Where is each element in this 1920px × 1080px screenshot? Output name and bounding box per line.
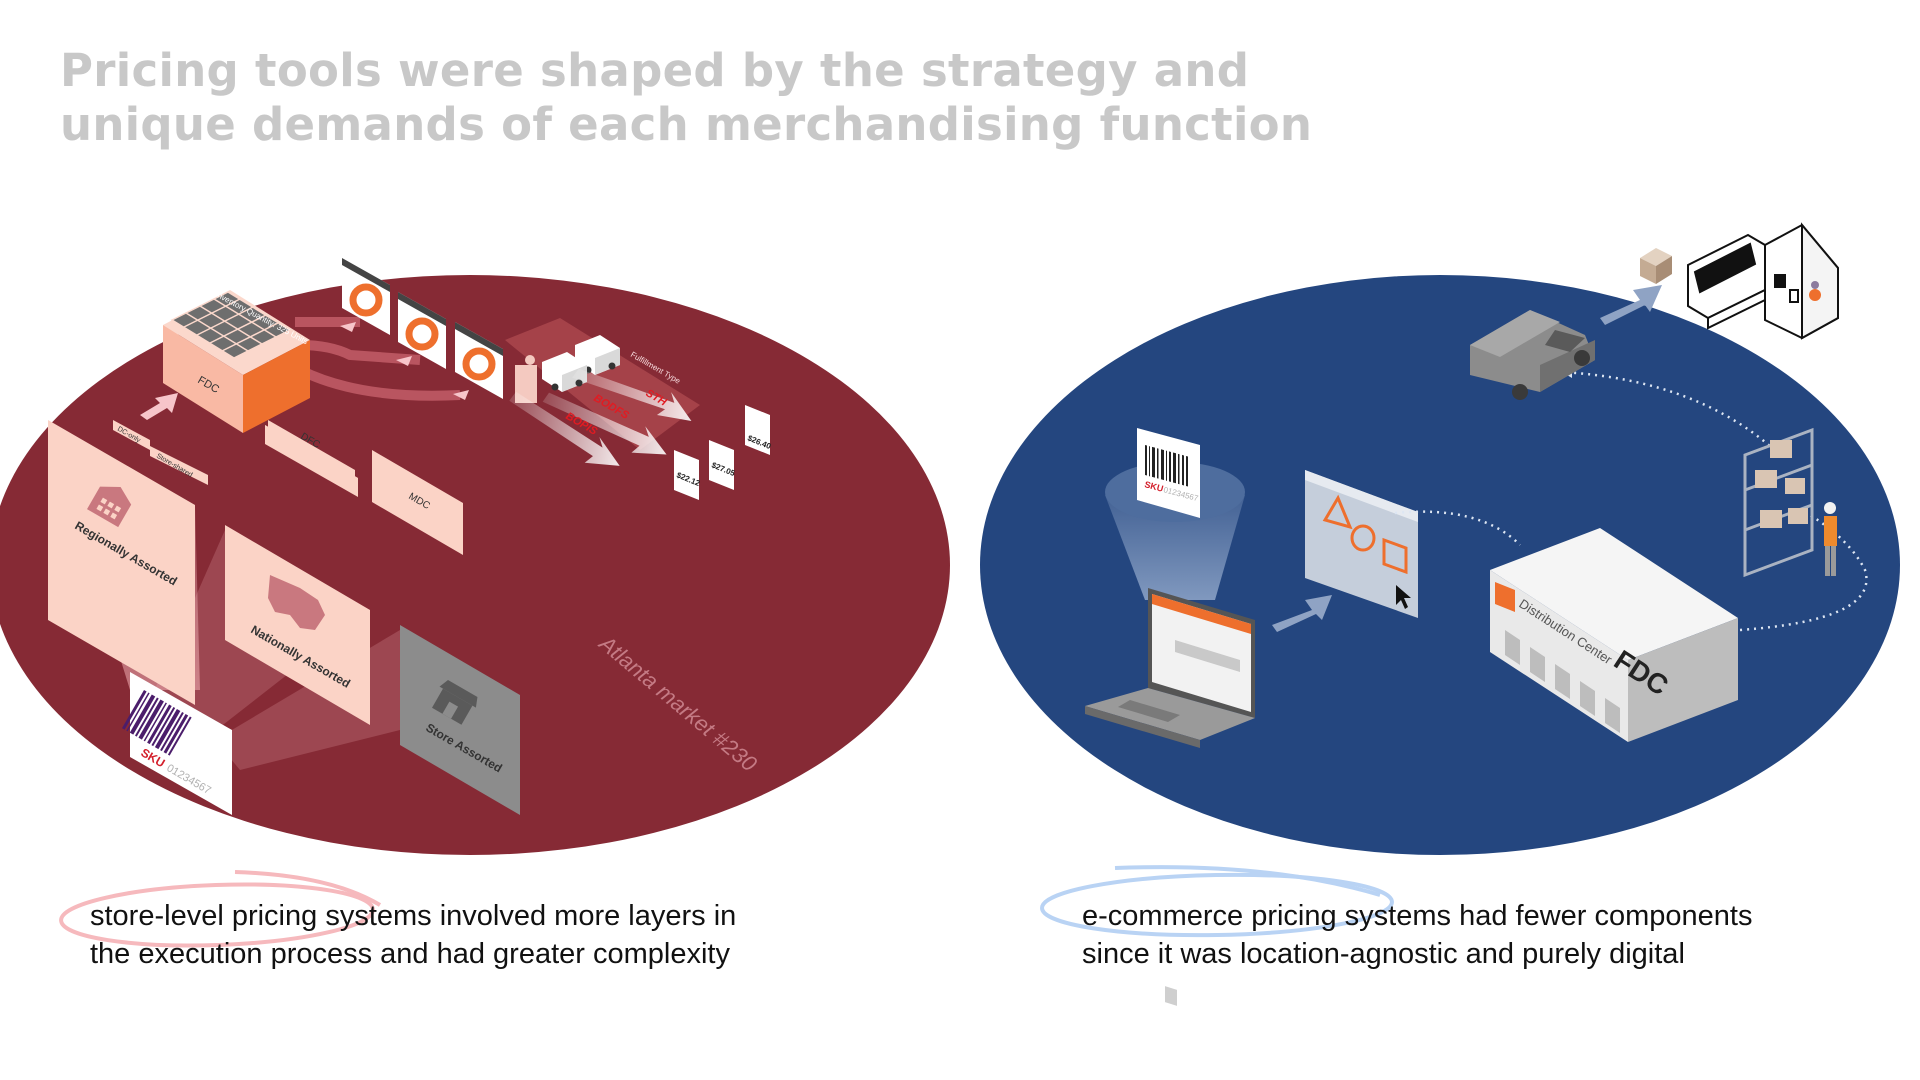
price-tag-3: $22.12 [674,450,702,500]
warehouse-rack-icon [1743,427,1814,578]
pricing-app-window [1305,470,1418,618]
regionally-assorted-panel: Regionally Assorted [48,420,195,705]
circle-option-icon [1350,524,1376,552]
arrow-donut-2-icon [396,356,412,366]
fdc-box: FDC Inventory Quantity: 325 Units [163,290,310,433]
square-option-icon [1382,537,1408,575]
price-tag-2: $27.05 [709,440,737,490]
store-shelf-icon [515,355,537,403]
right-caption-line-1: e-commerce pricing systems had fewer com… [1082,900,1753,932]
flow-line-bottom [297,365,461,401]
left-caption-highlight [59,870,382,948]
warehouse-icon [87,486,132,528]
laptop-icon [1085,588,1255,1006]
barcode-icon [122,690,192,756]
warehouse-worker-icon [1824,502,1837,576]
store-assorted-panel: Store Assorted [400,625,520,815]
mouse-cursor-icon [1396,585,1411,609]
loading-doors [1505,630,1620,733]
title-line-1: Pricing tools were shaped by the strateg… [60,44,1250,97]
storefront-icon [432,680,478,725]
left-caption: store-level pricing systems involved mor… [90,897,736,973]
sku-badge-card: SKU 01234567 [1137,428,1200,518]
sku-beam [1105,495,1245,600]
sku-badge-prefix: SKU [1143,479,1164,494]
ecommerce-diagram: SKU 01234567 [980,222,1900,1006]
donut-card-1 [342,258,390,335]
donut-card-2 [398,292,446,369]
arrow-to-fdc-icon [140,393,178,420]
arrow-donut-1-icon [340,322,356,332]
right-caption: e-commerce pricing systems had fewer com… [1082,897,1752,973]
solar-grid [170,291,292,359]
right-caption-highlight [1040,865,1394,938]
store-level-diagram: FDC Inventory Quantity: 325 Units DFC MD… [0,258,950,855]
mdc-panel: MDC [372,450,463,555]
arrow-to-pricing-window-icon [1272,595,1332,632]
store-logo-icon [1495,582,1515,612]
dotted-path-window-to-fdc [1394,510,1521,546]
title-line-2: unique demands of each merchandising fun… [60,98,1313,151]
delivery-van-icon [1470,310,1595,400]
triangle-option-icon [1322,494,1353,530]
page-title: Pricing tools were shaped by the strateg… [60,44,1460,152]
distribution-center-building: Distribution Center FDC [1490,528,1738,742]
left-caption-line-1: store-level pricing systems involved mor… [90,900,737,932]
package-box-icon [1640,248,1672,284]
left-caption-line-2: the execution process and had greater co… [90,938,730,970]
right-ellipse [980,275,1900,855]
price-tag-1: $26.40 [745,405,773,455]
usa-map-icon [268,575,325,630]
right-caption-line-2: since it was location-agnostic and purel… [1082,938,1685,970]
sku-badge-barcode-icon [1145,445,1188,487]
arrow-donut-3-icon [453,390,469,400]
customer-house-icon [1687,222,1839,340]
dfc-panel: DFC [265,420,358,497]
donut-card-3 [455,322,503,399]
arrow-to-house-icon [1600,285,1662,325]
dotted-path-warehouse-to-van [1561,370,1781,456]
